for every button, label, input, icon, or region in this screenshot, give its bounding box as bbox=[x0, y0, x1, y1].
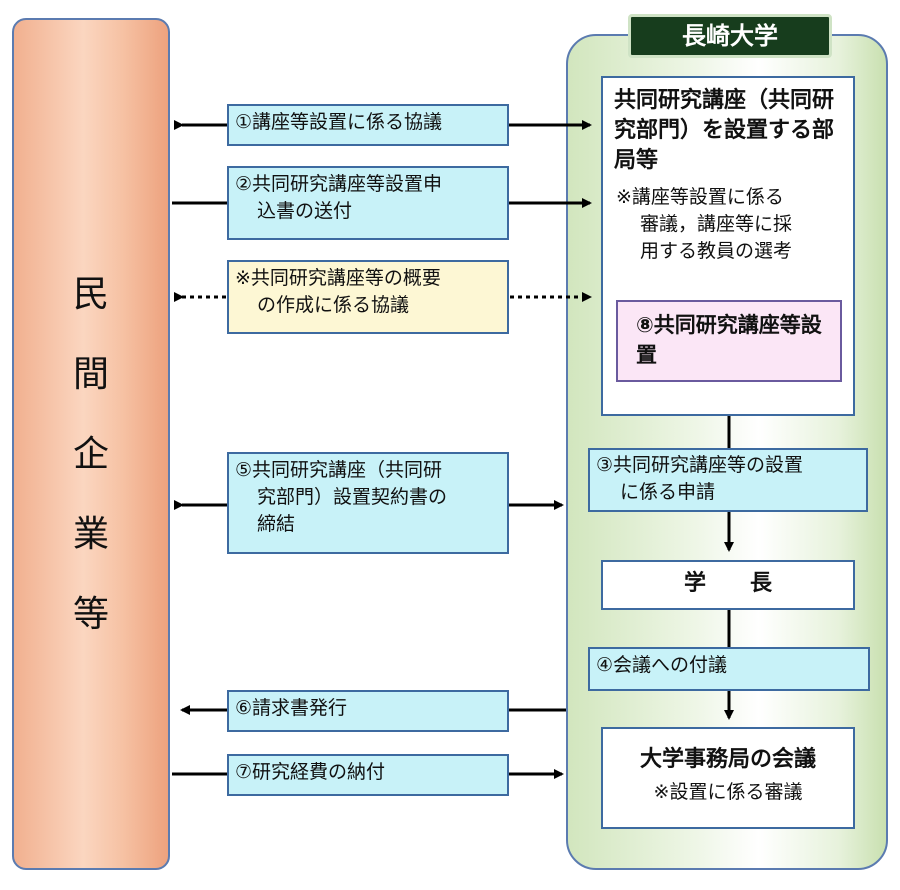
company-box bbox=[12, 18, 170, 870]
president-box bbox=[601, 560, 855, 610]
company-char: 間 bbox=[72, 354, 109, 395]
company-char: 等 bbox=[72, 594, 109, 635]
note-box: ※共同研究講座等の概要 の作成に係る協議 bbox=[227, 260, 509, 334]
step6-box: ⑥請求書発行 bbox=[227, 690, 509, 732]
note-line: の作成に係る協議 bbox=[257, 294, 410, 316]
note-line: ※共同研究講座等の概要 bbox=[235, 267, 441, 289]
department-note-line: 審議，講座等に採 bbox=[640, 213, 793, 235]
step4-box: ④会議への付議 bbox=[588, 647, 870, 691]
step3-line: ③共同研究講座等の設置 bbox=[596, 454, 804, 476]
council-title: 大学事務局の会議 bbox=[639, 747, 816, 772]
company-char: 民 bbox=[72, 274, 109, 315]
establishment-box bbox=[616, 300, 842, 382]
step2-box: ②共同研究講座等設置申 込書の送付 bbox=[227, 166, 509, 240]
university-title: 長崎大学 bbox=[628, 14, 832, 58]
step7-box: ⑦研究経費の納付 bbox=[227, 754, 509, 796]
step1-box: ①講座等設置に係る協議 bbox=[227, 104, 509, 146]
company-label: 民 間 企 業 等 bbox=[12, 255, 170, 655]
company-char: 業 bbox=[72, 514, 109, 555]
step4-label: ④会議への付議 bbox=[596, 654, 728, 676]
step3-line: に係る申請 bbox=[620, 481, 716, 503]
step3-box: ③共同研究講座等の設置 に係る申請 bbox=[588, 448, 868, 512]
step6-label: ⑥請求書発行 bbox=[235, 697, 348, 719]
president-label: 学 長 bbox=[683, 571, 772, 596]
department-note-line: ※講座等設置に係る bbox=[616, 186, 784, 208]
step5-box: ⑤共同研究講座（共同研 究部門）設置契約書の 締結 bbox=[227, 452, 509, 554]
step5-line: 締結 bbox=[257, 513, 296, 535]
step5-line: ⑤共同研究講座（共同研 bbox=[235, 459, 443, 481]
step5-line: 究部門）設置契約書の bbox=[257, 486, 448, 508]
step1-label: ①講座等設置に係る協議 bbox=[235, 111, 443, 133]
council-box bbox=[601, 727, 855, 829]
company-char: 企 bbox=[72, 434, 109, 475]
step2-line: 込書の送付 bbox=[257, 200, 353, 222]
step7-label: ⑦研究経費の納付 bbox=[235, 761, 386, 783]
step2-line: ②共同研究講座等設置申 bbox=[235, 173, 443, 195]
department-note: ※講座等設置に係る 審議，講座等に採 用する教員の選考 bbox=[616, 184, 848, 265]
establishment-label: ⑧共同研究講座等設置 bbox=[636, 313, 822, 367]
department-title: 共同研究講座（共同研究部門）を設置する部局等 bbox=[614, 88, 835, 173]
department-note-line: 用する教員の選考 bbox=[640, 240, 793, 262]
council-note: ※設置に係る審議 bbox=[653, 781, 803, 803]
